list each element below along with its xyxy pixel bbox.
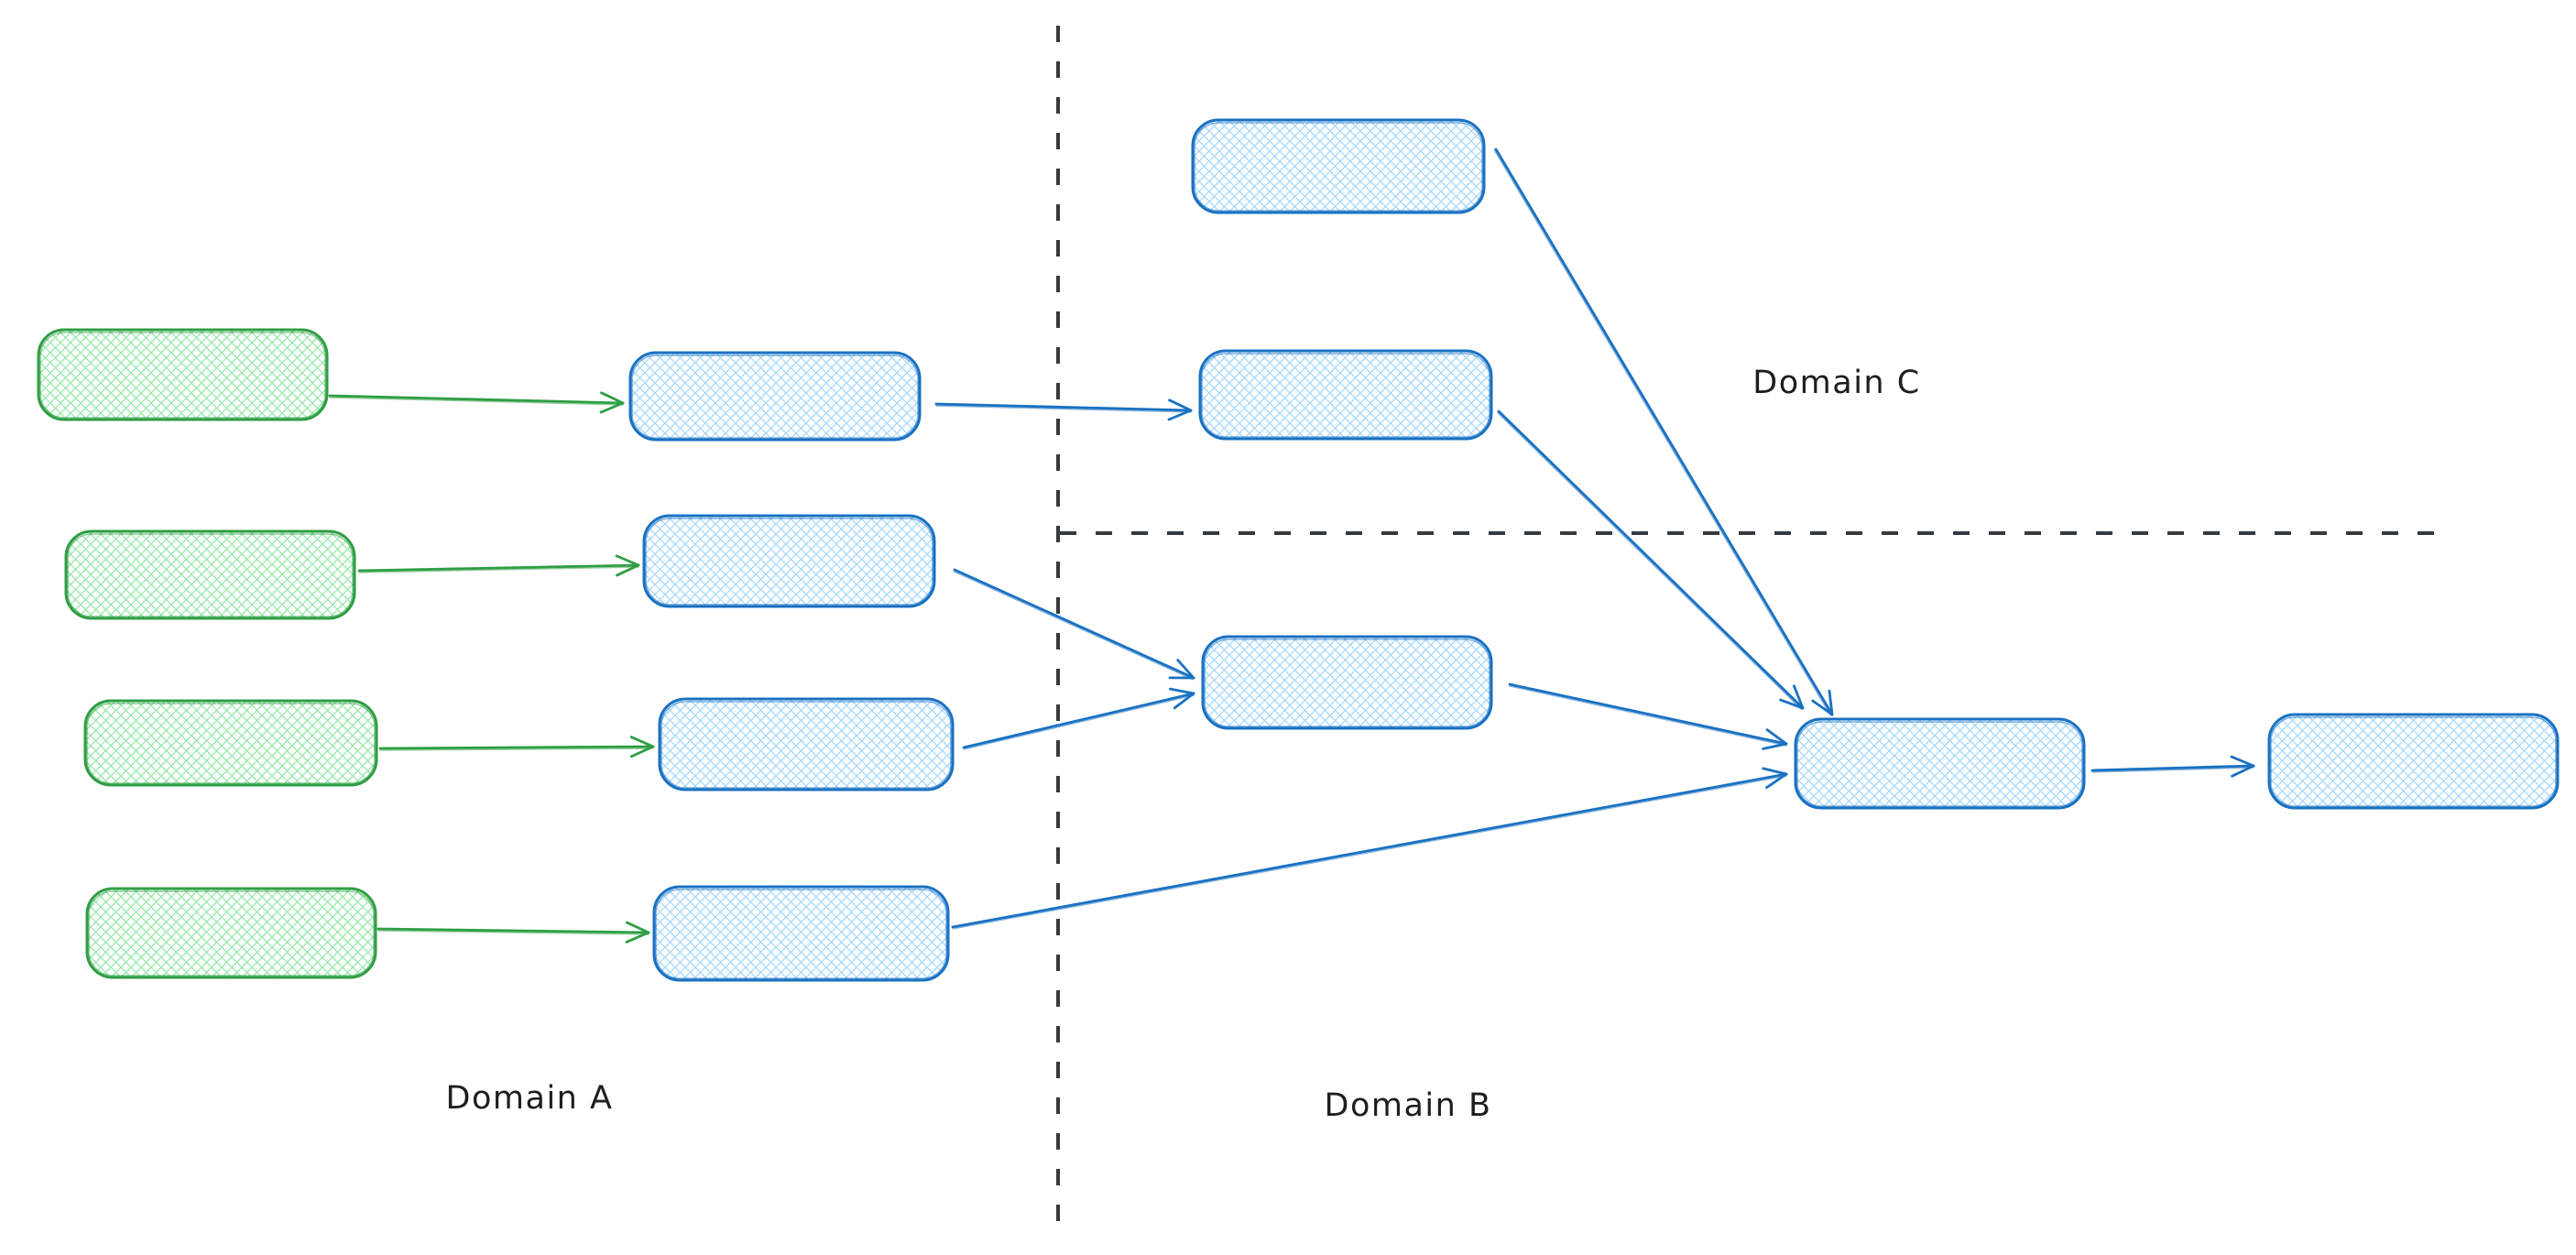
edge-mid1-to-c-upper[interactable] [934, 398, 1193, 421]
domain-a-mid-node-2-sketch-stroke [645, 518, 933, 606]
edge-source2-to-mid2[interactable] [357, 554, 640, 577]
domain-b-label: Domain B [1325, 1087, 1492, 1124]
domain-a-mid-node-1-box[interactable] [628, 351, 922, 442]
domain-c-upper-node-sketch-stroke [1201, 353, 1490, 438]
edge-source4-to-mid4[interactable] [377, 921, 650, 944]
domain-a-mid-node-4-sketch-stroke [655, 889, 947, 979]
domain-b-mid-node[interactable] [1201, 635, 1493, 730]
domain-a-source-node-3-sketch-stroke [86, 703, 376, 784]
edge-c-upper-to-hub[interactable] [1496, 409, 1805, 711]
edge-hub-to-output[interactable] [2090, 755, 2255, 778]
domain-b-output-node-sketch-stroke [2270, 716, 2557, 807]
domain-a-mid-node-3-box[interactable] [658, 697, 955, 791]
domain-a-mid-node-3[interactable] [658, 697, 955, 791]
domain-b-output-node[interactable] [2267, 713, 2560, 810]
domain-b-mid-node-sketch-stroke [1204, 638, 1490, 727]
domain-a-mid-node-4[interactable] [652, 885, 950, 982]
domain-a-source-node-1-sketch-stroke [39, 332, 326, 419]
domain-a-source-node-2-box[interactable] [64, 529, 356, 620]
edge-b-mid-to-hub[interactable] [1508, 682, 1788, 750]
domain-c-label: Domain C [1752, 365, 1920, 401]
domain-a-source-node-3-box[interactable] [83, 699, 378, 787]
domain-c-top-node[interactable] [1191, 118, 1486, 214]
domain-a-source-node-2[interactable] [64, 529, 356, 620]
domain-a-mid-node-2[interactable] [642, 514, 936, 608]
domain-a-source-node-4-sketch-stroke [88, 890, 375, 977]
domain-a-mid-node-1[interactable] [628, 351, 922, 442]
domain-b-hub-node-box[interactable] [1794, 717, 2086, 810]
domain-a-mid-node-1-sketch-stroke [631, 355, 919, 439]
domain-a-source-node-4[interactable] [85, 887, 377, 979]
domain-b-hub-node[interactable] [1794, 717, 2086, 810]
domain-a-mid-node-3-sketch-stroke [660, 701, 952, 789]
edge-mid2-to-b-mid[interactable] [953, 568, 1195, 681]
domain-a-mid-node-4-box[interactable] [652, 885, 950, 982]
domain-a-source-node-1[interactable] [37, 328, 329, 421]
edge-source3-to-mid3[interactable] [378, 736, 655, 758]
domain-a-mid-node-2-box[interactable] [642, 514, 936, 608]
domain-c-upper-node[interactable] [1198, 349, 1493, 441]
domain-b-output-node-box[interactable] [2267, 713, 2560, 810]
domain-a-source-node-4-box[interactable] [85, 887, 377, 979]
edge-mid4-to-hub[interactable] [951, 767, 1788, 930]
edge-source1-to-mid1[interactable] [328, 391, 625, 414]
domain-c-upper-node-box[interactable] [1198, 349, 1493, 441]
domain-a-label: Domain A [446, 1080, 614, 1117]
domain-a-source-node-1-box[interactable] [37, 328, 329, 421]
domain-b-mid-node-box[interactable] [1201, 635, 1493, 730]
domain-a-source-node-3[interactable] [83, 699, 378, 787]
domain-b-hub-node-sketch-stroke [1796, 721, 2083, 807]
domain-c-top-node-box[interactable] [1191, 118, 1486, 214]
edge-mid3-to-b-mid[interactable] [962, 687, 1195, 750]
edge-c-top-to-hub[interactable] [1493, 147, 1834, 716]
domain-a-source-node-2-sketch-stroke [67, 533, 354, 617]
domain-c-top-node-sketch-stroke [1194, 122, 1483, 212]
